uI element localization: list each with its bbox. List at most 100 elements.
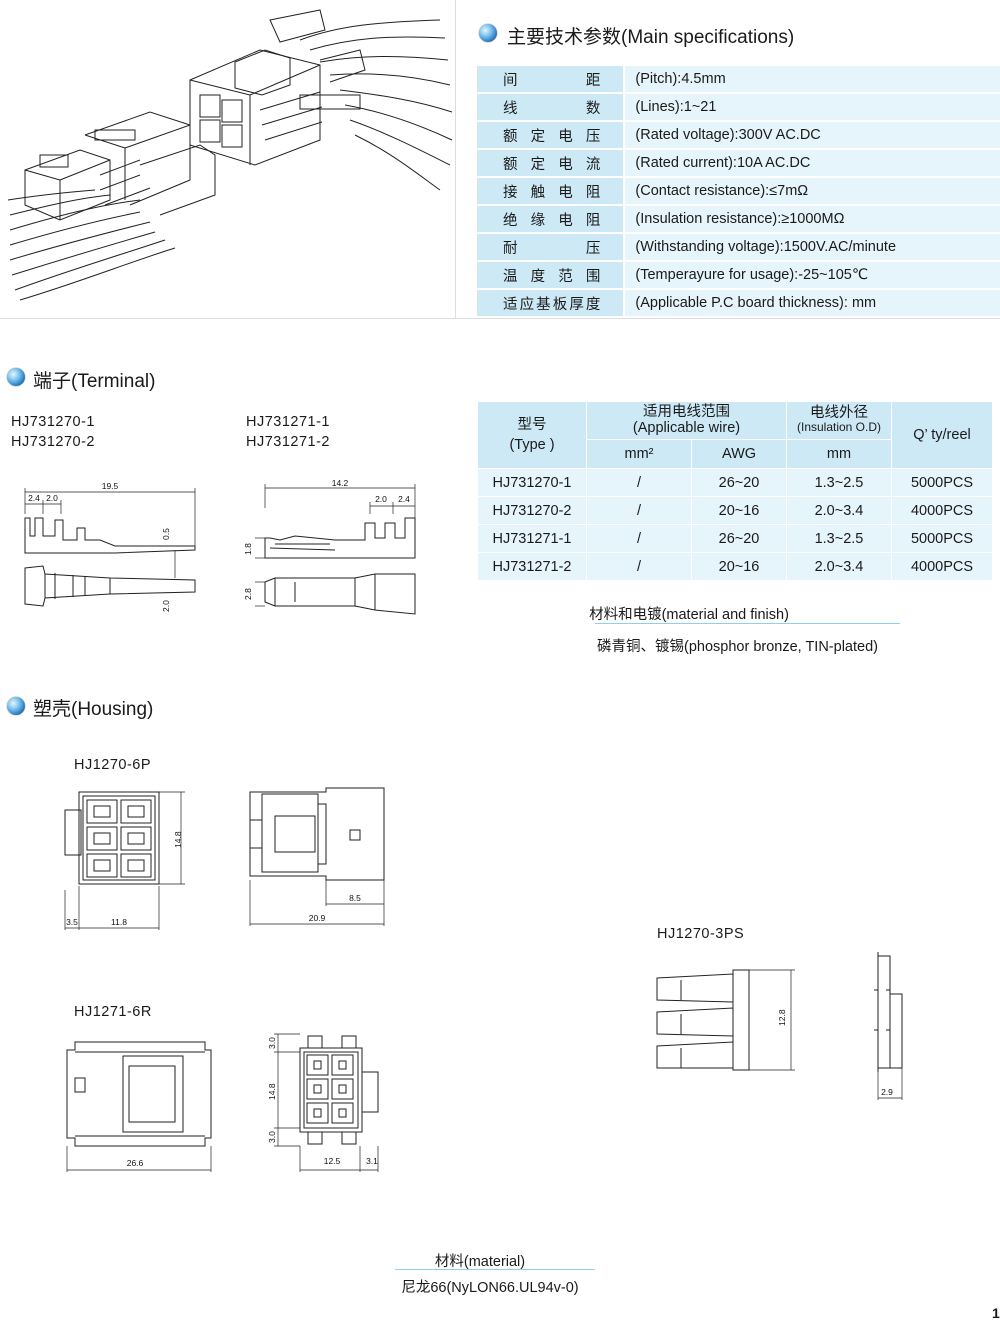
dim-t2: 3.0	[267, 1131, 277, 1143]
sub-mm2: mm²	[586, 438, 692, 470]
dim-b: 2.4	[398, 494, 410, 504]
cavity	[306, 1102, 329, 1124]
terminal-left-model-1: HJ731270-1	[11, 414, 95, 430]
dim-h: 12.8	[777, 1009, 787, 1026]
spec-value: (Applicable P.C board thickness): mm	[623, 289, 1000, 318]
cavity	[86, 853, 118, 878]
col-wire-en: (Applicable wire)	[632, 420, 741, 437]
cavity-inner	[127, 805, 145, 818]
housing-material-value: 尼龙66(NyLON66.UL94v-0)	[401, 1280, 579, 1296]
cavity-inner	[338, 1084, 347, 1094]
cavity-inner	[338, 1108, 347, 1118]
spec-label: 接触电阻	[477, 177, 625, 206]
sub-mm: mm	[786, 438, 892, 470]
cell-od: 2.0~3.4	[786, 552, 892, 581]
connector-illustration	[0, 0, 455, 318]
spec-label: 额定电流	[477, 149, 625, 178]
cavity	[120, 799, 152, 824]
spec-row: 适应基板厚度(Applicable P.C board thickness): …	[477, 289, 1000, 318]
cell-mm2: /	[586, 496, 692, 525]
dim-h: 14.8	[173, 831, 183, 848]
col-qty: Q’ ty/reel	[891, 401, 993, 469]
housing-6r-front: 3.0 14.8 3.0 12.5 3.1	[260, 1030, 410, 1175]
spec-row: 绝缘电阻(Insulation resistance):≥1000MΩ	[477, 205, 1000, 234]
cavity-inner	[93, 832, 111, 845]
spec-value: (Rated current):10A AC.DC	[623, 149, 1000, 178]
terminal-material-label: 材料和电镀(material and finish)	[589, 607, 789, 623]
terminal-title: 端子(Terminal)	[33, 371, 156, 392]
terminal-right-model-2: HJ731271-2	[246, 434, 330, 450]
spec-label: 耐压	[477, 233, 625, 262]
dim-t1: 3.0	[267, 1037, 277, 1049]
spec-row: 线数(Lines):1~21	[477, 93, 1000, 122]
cavity	[86, 826, 118, 851]
spec-value: (Lines):1~21	[623, 93, 1000, 122]
housing-6p-front: 14.8 3.5 11.8	[55, 780, 195, 935]
housing-6p-model: HJ1270-6P	[74, 757, 152, 773]
spec-value: (Withstanding voltage):1500V.AC/minute	[623, 233, 1000, 262]
dim-t: 2.9	[881, 1087, 893, 1097]
cavity-inner	[93, 805, 111, 818]
cavity-inner	[313, 1084, 322, 1094]
spec-value: (Contact resistance):≤7mΩ	[623, 177, 1000, 206]
cell-type: HJ731271-2	[477, 552, 587, 581]
spec-row: 接触电阻(Contact resistance):≤7mΩ	[477, 177, 1000, 206]
dim-b: 11.8	[111, 917, 127, 927]
housing-6p-side: 8.5 20.9	[240, 780, 400, 930]
spec-label: 额定电压	[477, 121, 625, 150]
cavity	[86, 799, 118, 824]
dim-e: 3.1	[366, 1156, 378, 1166]
dim-w: 12.5	[324, 1156, 341, 1166]
sub-awg: AWG	[691, 438, 787, 470]
housing-6r-side: 26.6	[55, 1030, 220, 1175]
cell-mm2: /	[586, 468, 692, 497]
terminal-right-drawing: 14.2 2.0 2.4 1.8 2.8	[235, 478, 425, 618]
terminal-right-model-1: HJ731271-1	[246, 414, 330, 430]
housing-3ps-model: HJ1270-3PS	[657, 926, 745, 942]
housing-3ps-side: 2.9	[860, 950, 920, 1105]
dim-a: 3.5	[66, 917, 78, 927]
housing-title: 塑壳(Housing)	[33, 699, 154, 720]
terminal-left-drawing: 19.5 2.4 2.0 0.5 2.0	[15, 478, 205, 618]
housing-material-label: 材料(material)	[434, 1254, 526, 1270]
cell-qty: 4000PCS	[891, 552, 993, 581]
cavity	[120, 853, 152, 878]
cell-qty: 5000PCS	[891, 524, 993, 553]
cavity-inner	[313, 1060, 322, 1070]
terminal-left-model-2: HJ731270-2	[11, 434, 95, 450]
spec-label: 间距	[477, 66, 625, 94]
cavity	[306, 1054, 329, 1076]
spec-value: (Pitch):4.5mm	[623, 66, 1000, 94]
bullet-icon	[7, 368, 25, 386]
cavity-inner	[338, 1060, 347, 1070]
spec-label: 适应基板厚度	[477, 289, 625, 318]
cell-mm2: /	[586, 552, 692, 581]
cavity	[331, 1102, 354, 1124]
cell-od: 2.0~3.4	[786, 496, 892, 525]
cell-od: 1.3~2.5	[786, 468, 892, 497]
cell-od: 1.3~2.5	[786, 524, 892, 553]
spec-row: 温度范围(Temperayure for usage):-25~105℃	[477, 261, 1000, 290]
dim-h: 14.8	[267, 1083, 277, 1100]
cavity-inner	[127, 832, 145, 845]
cell-awg: 20~16	[691, 496, 787, 525]
spec-value: (Temperayure for usage):-25~105℃	[623, 261, 1000, 290]
dim-c: 8.5	[349, 893, 361, 903]
dim-thick: 0.5	[161, 528, 171, 540]
cell-qty: 4000PCS	[891, 496, 993, 525]
spec-row: 额定电流(Rated current):10A AC.DC	[477, 149, 1000, 178]
spec-label: 温度范围	[477, 261, 625, 290]
spec-row: 耐压(Withstanding voltage):1500V.AC/minute	[477, 233, 1000, 262]
bullet-icon	[479, 24, 497, 42]
col-type-cn: 型号	[517, 417, 547, 433]
cell-mm2: /	[586, 524, 692, 553]
cavity-inner	[127, 859, 145, 872]
dim-h: 1.8	[243, 543, 253, 555]
vertical-divider	[455, 0, 456, 318]
cavity	[120, 826, 152, 851]
cavity	[331, 1054, 354, 1076]
dim-d: 20.9	[309, 913, 326, 923]
horizontal-divider	[0, 318, 1000, 319]
